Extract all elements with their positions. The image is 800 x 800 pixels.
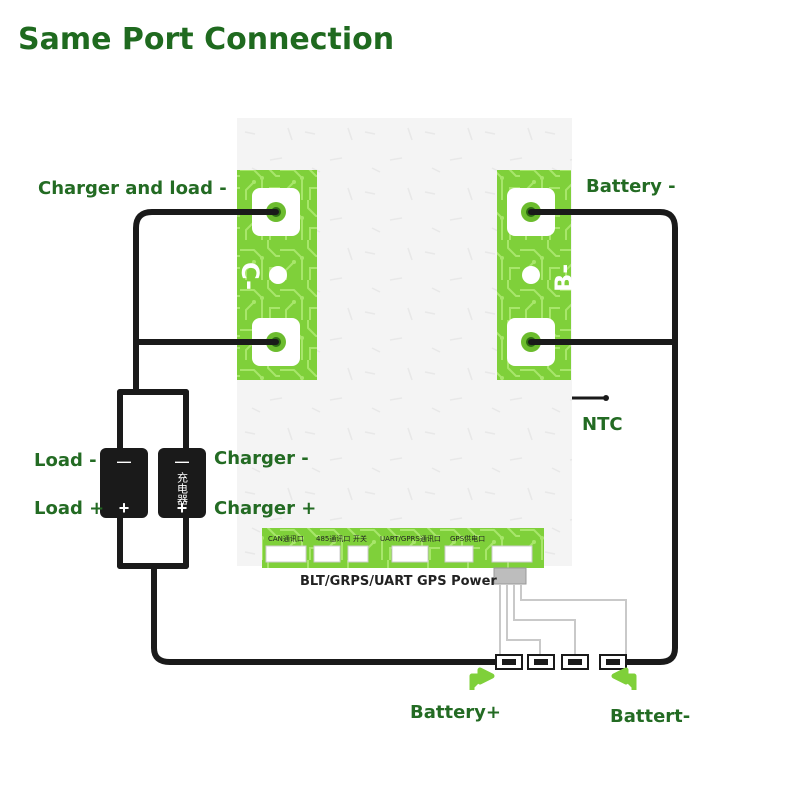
connector-label-can: CAN通讯口 (268, 534, 304, 543)
load-device: — + (100, 448, 148, 518)
ntc-label: NTC (582, 414, 623, 435)
bottom-terminals (495, 654, 627, 670)
connector-label-gps: GPS供电口 (450, 534, 485, 543)
charger-neg-label: Charger - (214, 448, 309, 469)
charger-plus-sign: + (177, 498, 188, 518)
b-minus-label: B- (550, 264, 578, 292)
charger-load-neg-label: Charger and load - (38, 178, 227, 199)
c-minus-label: C- (236, 262, 264, 290)
load-neg-label: Load - (34, 450, 97, 471)
connector-label-485: 485通讯口 (316, 534, 350, 543)
gps-power-plug (493, 567, 527, 585)
load-plus-sign: + (119, 498, 130, 518)
signal-wires (499, 584, 627, 662)
charger-pos-label: Charger + (214, 498, 317, 519)
connector-strip: CAN通讯口 485通讯口 开关 UART/GPRS通讯口 GPS供电口 (262, 528, 544, 568)
connector-label-switch: 开关 (353, 534, 367, 543)
battery-neg-label: Battery - (586, 176, 676, 197)
battery-pos-bottom-label: Battery+ (410, 702, 501, 723)
main-wires (117, 209, 678, 665)
load-pos-label: Load + (34, 498, 105, 519)
connector-label-uart: UART/GPRS通讯口 (380, 534, 441, 543)
charger-minus-sign: — (175, 453, 189, 469)
comm-ports-label: BLT/GRPS/UART GPS Power (300, 574, 497, 589)
battery-minus-arrow-icon (611, 667, 637, 690)
page-title: Same Port Connection (18, 22, 395, 57)
battery-neg-bottom-label: Battert- (610, 706, 691, 727)
charger-text: 充电器 (176, 471, 189, 506)
battery-plus-arrow-icon (469, 667, 495, 690)
load-minus-sign: — (117, 453, 131, 469)
charger-device: — 充电器 + (158, 448, 206, 518)
